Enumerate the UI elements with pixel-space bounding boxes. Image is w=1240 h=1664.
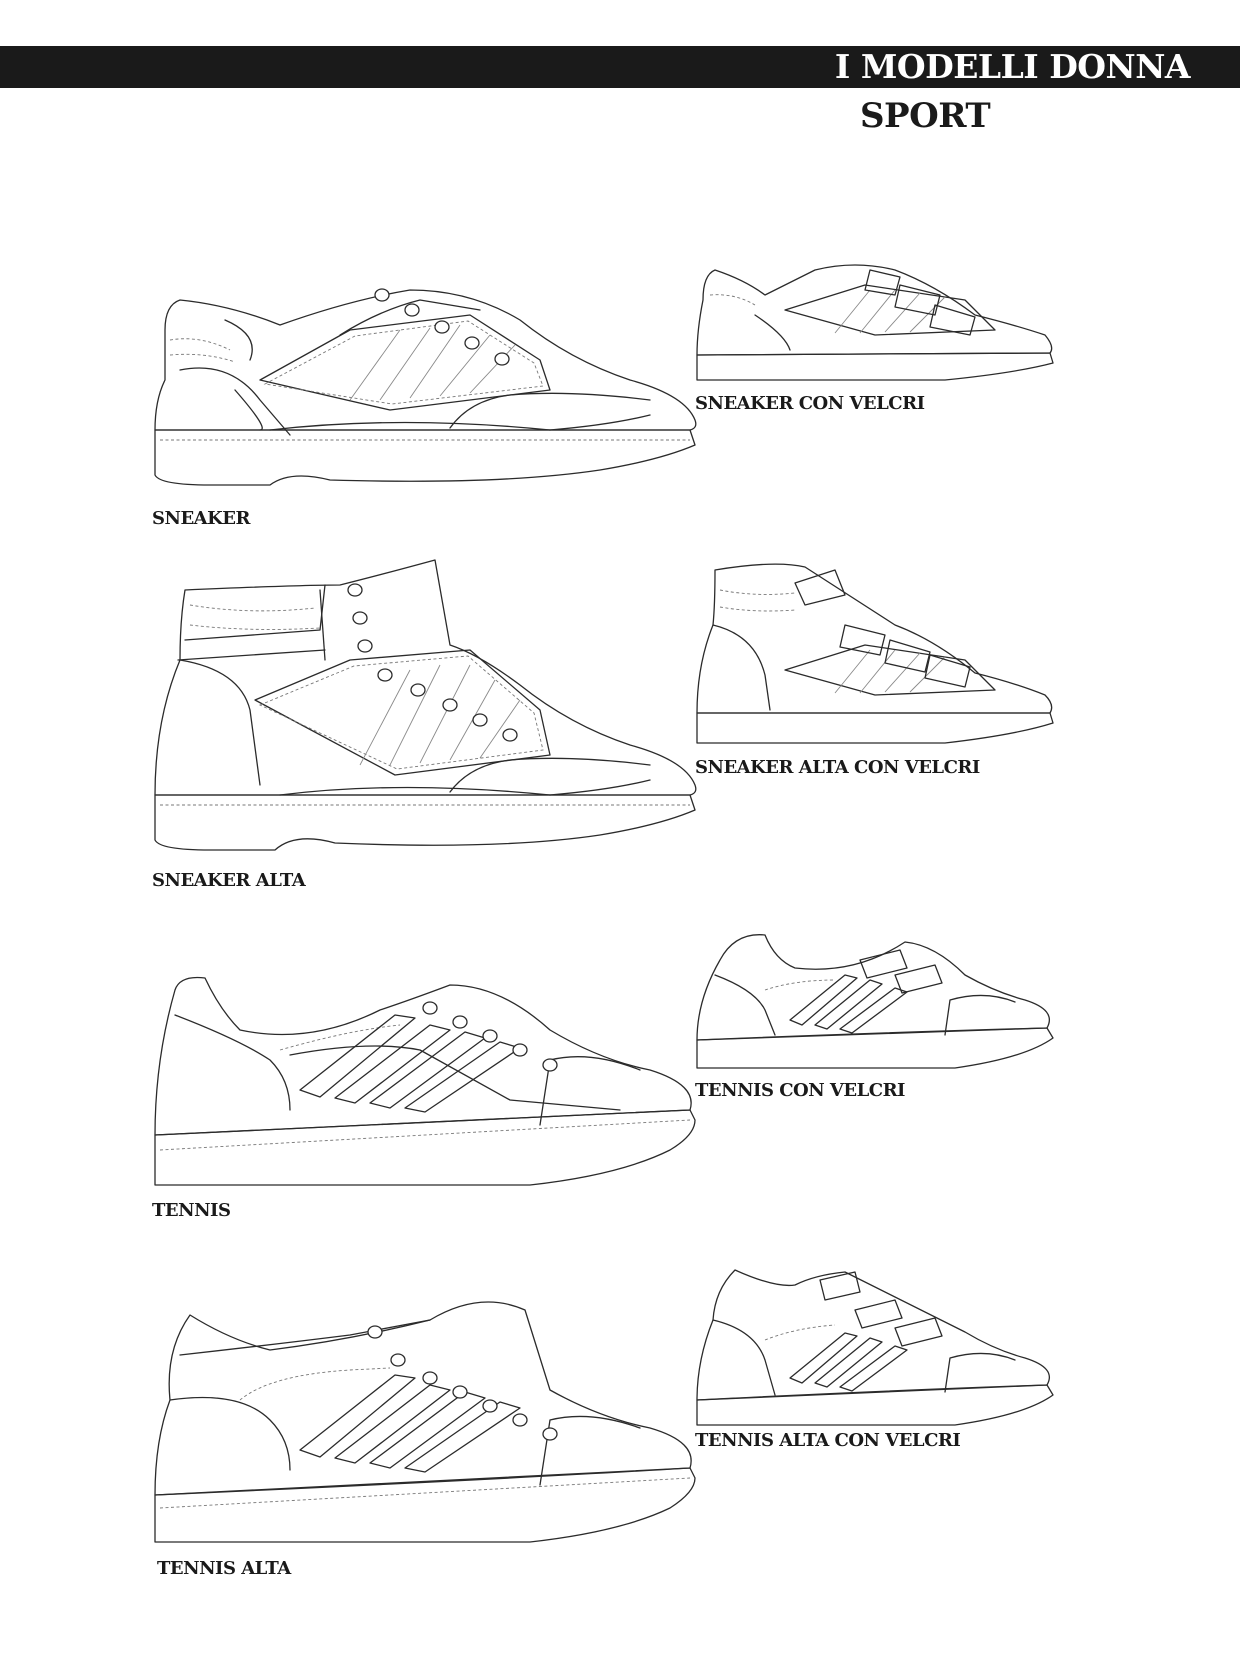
sneaker-alta-illustration <box>154 559 697 851</box>
sneaker-alta-con-velcri-illustration <box>696 563 1054 744</box>
model-label-tennis-alta-con-velcri: TENNIS ALTA CON VELCRI <box>695 1430 961 1451</box>
model-label-sneaker-alta: SNEAKER ALTA <box>152 870 306 891</box>
tennis-alta-illustration <box>154 1301 696 1543</box>
model-label-sneaker-con-velcri: SNEAKER CON VELCRI <box>695 393 925 414</box>
model-label-tennis-con-velcri: TENNIS CON VELCRI <box>695 1080 905 1101</box>
sneaker-illustration <box>154 288 697 486</box>
model-label-tennis: TENNIS <box>152 1200 231 1221</box>
tennis-con-velcri-illustration <box>696 934 1054 1069</box>
sneaker-con-velcri-illustration <box>696 264 1054 381</box>
model-label-sneaker: SNEAKER <box>152 508 250 529</box>
header-bar: I MODELLI DONNA <box>0 46 1240 88</box>
section-title: SPORT <box>860 96 991 136</box>
model-label-sneaker-alta-con-velcri: SNEAKER ALTA CON VELCRI <box>695 757 980 778</box>
model-label-tennis-alta: TENNIS ALTA <box>157 1558 291 1579</box>
tennis-alta-con-velcri-illustration <box>696 1269 1054 1426</box>
page-title: I MODELLI DONNA <box>834 47 1191 86</box>
tennis-illustration <box>154 976 696 1186</box>
